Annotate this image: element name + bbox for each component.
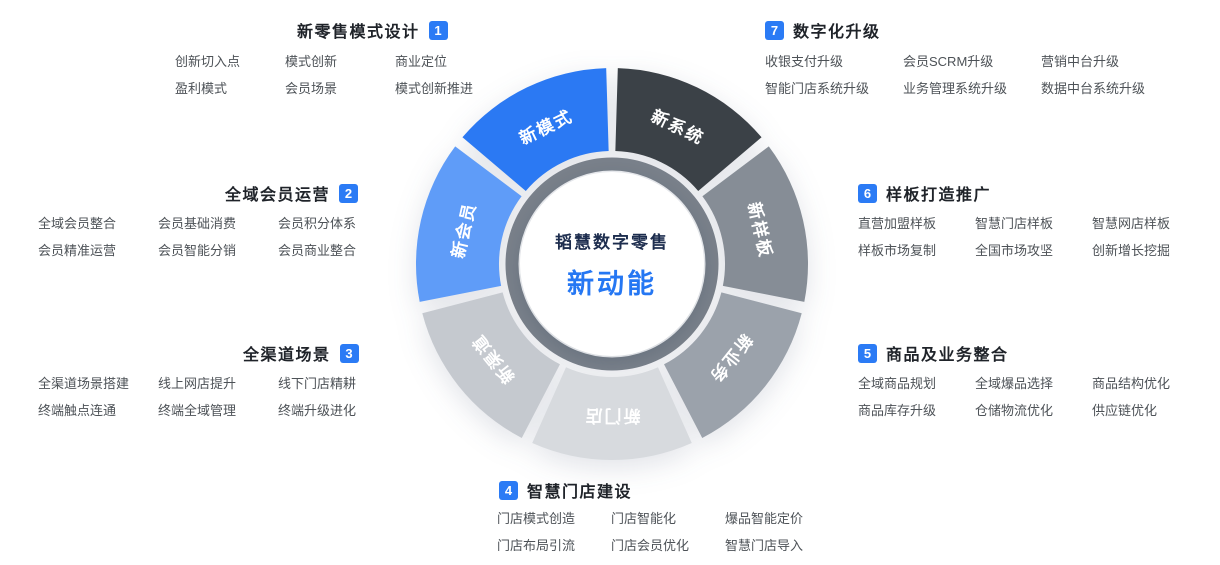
section-2-title-row: 全域会员运营 2	[225, 183, 359, 204]
section-item: 全国市场攻坚	[975, 243, 1054, 258]
section-number-badge: 7	[765, 20, 784, 40]
section-title: 智慧门店建设	[527, 484, 633, 501]
center-title: 韬慧数字零售	[555, 232, 669, 252]
section-item: 智慧门店导入	[725, 538, 804, 553]
section-number-badge: 6	[858, 183, 877, 203]
section-item: 线下门店精耕	[278, 376, 357, 391]
section-item: 业务管理系统升级	[903, 81, 1008, 96]
section-item: 智能门店系统升级	[765, 81, 870, 96]
section-item: 会员基础消费	[158, 216, 237, 231]
section-item: 全域商品规划	[858, 376, 937, 391]
section-item: 会员积分体系	[278, 216, 357, 231]
wheel-segment-5	[422, 292, 560, 438]
section-number-badge: 3	[339, 343, 359, 363]
section-item: 创新切入点	[175, 54, 241, 69]
section-item: 智慧网店样板	[1092, 216, 1171, 231]
section-1-items: 创新切入点 模式创新 商业定位 盈利模式 会员场景 模式创新推进	[175, 54, 505, 97]
section-item: 终端升级进化	[278, 403, 357, 418]
section-item: 终端全域管理	[158, 403, 237, 418]
section-item: 会员场景	[285, 81, 338, 96]
section-item: 盈利模式	[175, 81, 228, 96]
section-number-badge: 2	[339, 183, 359, 203]
section-7-items: 收银支付升级 会员SCRM升级 营销中台升级 智能门店系统升级 业务管理系统升级…	[765, 54, 1179, 97]
section-2-items: 全域会员整合 会员基础消费 会员积分体系 会员精准运营 会员智能分销 会员商业整…	[38, 216, 398, 259]
section-item: 会员SCRM升级	[903, 54, 994, 69]
section-7-title-row: 7 数字化升级	[765, 20, 881, 41]
section-4-items: 门店模式创造 门店智能化 爆品智能定价 门店布局引流 门店会员优化 智慧门店导入	[497, 511, 839, 554]
section-item: 商业定位	[395, 54, 448, 69]
section-number-badge: 4	[499, 480, 518, 500]
section-1-title-row: 新零售模式设计 1	[297, 20, 448, 41]
wheel-segment-3	[664, 292, 802, 438]
wheel-segment-2	[702, 146, 809, 302]
wheel-segment-7	[462, 68, 609, 191]
section-item: 门店布局引流	[497, 538, 576, 553]
wheel-segment-6	[415, 146, 522, 302]
section-item: 创新增长挖掘	[1092, 243, 1171, 258]
section-3-title-row: 全渠道场景 3	[243, 343, 359, 364]
section-item: 线上网店提升	[158, 376, 237, 391]
section-title: 样板打造推广	[886, 187, 992, 204]
wheel-center-circle: 韬慧数字零售 新动能	[520, 172, 704, 356]
section-item: 智慧门店样板	[975, 216, 1054, 231]
section-item: 直营加盟样板	[858, 216, 937, 231]
section-item: 门店模式创造	[497, 511, 576, 526]
section-title: 商品及业务整合	[886, 347, 1009, 364]
section-item: 供应链优化	[1092, 403, 1158, 418]
section-5-title-row: 5 商品及业务整合	[858, 343, 1009, 364]
section-title: 新零售模式设计	[297, 24, 420, 41]
section-item: 商品库存升级	[858, 403, 937, 418]
section-3-items: 全渠道场景搭建 线上网店提升 线下门店精耕 终端触点连通 终端全域管理 终端升级…	[38, 376, 398, 419]
section-item: 门店智能化	[611, 511, 677, 526]
section-item: 门店会员优化	[611, 538, 690, 553]
section-number-badge: 5	[858, 343, 877, 363]
wheel-segment-4	[532, 367, 692, 461]
section-item: 样板市场复制	[858, 243, 937, 258]
section-number-badge: 1	[428, 20, 448, 40]
section-item: 会员精准运营	[38, 243, 117, 258]
section-item: 模式创新	[285, 54, 338, 69]
section-title: 数字化升级	[793, 24, 881, 41]
section-item: 会员商业整合	[278, 243, 357, 258]
wheel-segment-1	[615, 68, 762, 191]
section-item: 商品结构优化	[1092, 376, 1171, 391]
section-item: 收银支付升级	[765, 54, 844, 69]
section-item: 仓储物流优化	[975, 403, 1054, 418]
section-6-items: 直营加盟样板 智慧门店样板 智慧网店样板 样板市场复制 全国市场攻坚 创新增长挖…	[858, 216, 1209, 259]
section-item: 爆品智能定价	[725, 511, 804, 526]
section-title: 全渠道场景	[243, 347, 331, 364]
section-item: 模式创新推进	[395, 81, 474, 96]
center-ring	[505, 157, 719, 371]
section-item: 会员智能分销	[158, 243, 237, 258]
section-4-title-row: 4 智慧门店建设	[499, 480, 633, 501]
section-item: 全渠道场景搭建	[38, 376, 130, 391]
section-item: 全域会员整合	[38, 216, 117, 231]
section-item: 终端触点连通	[38, 403, 117, 418]
section-6-title-row: 6 样板打造推广	[858, 183, 992, 204]
section-item: 营销中台升级	[1041, 54, 1120, 69]
section-item: 数据中台系统升级	[1041, 81, 1146, 96]
section-title: 全域会员运营	[225, 187, 331, 204]
center-subtitle: 新动能	[567, 268, 657, 299]
section-item: 全域爆品选择	[975, 376, 1054, 391]
wheel-segment-label: 新门店	[584, 406, 641, 426]
section-5-items: 全域商品规划 全域爆品选择 商品结构优化 商品库存升级 仓储物流优化 供应链优化	[858, 376, 1209, 419]
